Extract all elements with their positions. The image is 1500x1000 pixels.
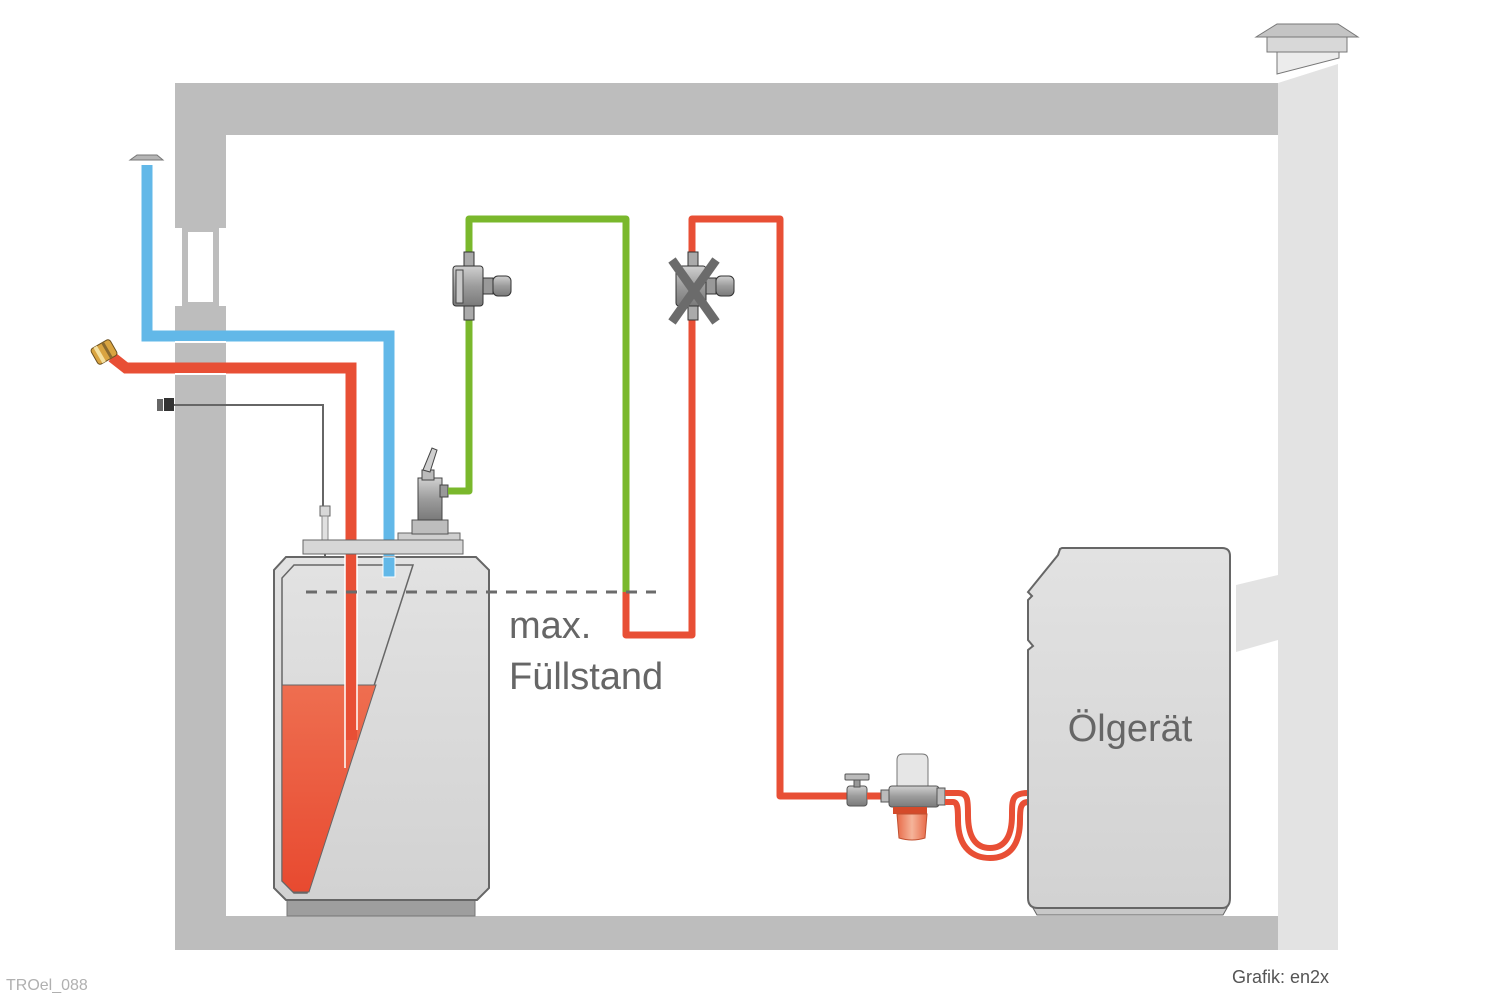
fill-connector-icon <box>90 339 118 365</box>
shutoff-valve-icon <box>844 773 882 807</box>
burner-label: Ölgerät <box>1068 708 1193 750</box>
building-walls <box>175 83 1278 950</box>
level-sensor-plug-icon <box>157 398 174 411</box>
image-code: TROel_088 <box>6 977 88 994</box>
tank <box>273 539 490 917</box>
oil-burner <box>1026 547 1231 916</box>
max-level-label: max. <box>509 605 591 647</box>
flex-hoses <box>945 790 1029 862</box>
feed-line <box>622 215 850 800</box>
credit-label: Grafik: en2x <box>1232 967 1329 987</box>
check-valve-icon <box>452 251 512 321</box>
return-line <box>448 215 630 592</box>
tank-valve-icon <box>397 447 461 541</box>
max-level-label-line2: Füllstand <box>509 656 663 698</box>
chimney-cap <box>1254 23 1360 75</box>
vent-cap-icon <box>128 154 165 161</box>
oil-filter-icon <box>880 753 946 841</box>
level-sensor-icon <box>319 505 331 541</box>
vent-line <box>141 165 395 575</box>
crossed-out-icon <box>668 257 720 325</box>
chimney <box>1236 64 1338 950</box>
